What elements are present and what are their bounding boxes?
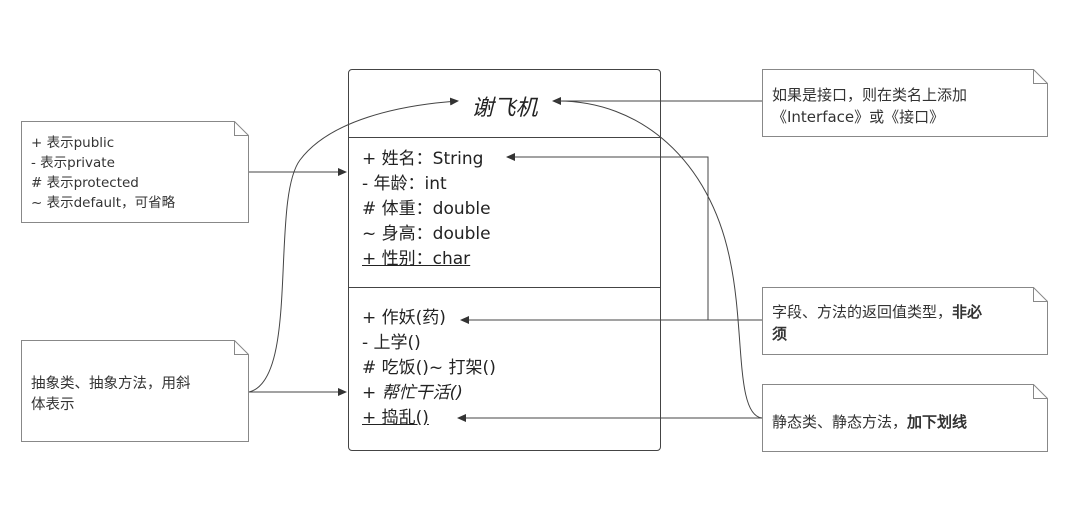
field: - 年龄：int — [362, 174, 447, 194]
return-type-bold-2: 须 — [772, 325, 788, 343]
static-bold: 加下划线 — [907, 413, 968, 431]
interface-line-1: 如果是接口，则在类名上添加 — [772, 86, 968, 104]
field: + 姓名：String — [362, 149, 484, 169]
abstract-method: + 帮忙干活() — [362, 383, 463, 403]
method-list: + 作妖(药) - 上学() # 吃饭()~ 打架() + 帮忙干活() + 捣… — [362, 306, 496, 431]
note-frame — [762, 287, 1048, 355]
note-frame — [21, 121, 249, 223]
static-method: + 捣乱() — [362, 408, 429, 428]
divider — [349, 287, 660, 288]
method: # 吃饭()~ 打架() — [362, 358, 496, 378]
uml-class: 谢飞机 + 姓名：String - 年龄：int # 体重：double ~ 身… — [348, 69, 661, 451]
static-text: 静态类、静态方法， — [772, 413, 908, 431]
method: + 作妖(药) — [362, 308, 446, 328]
field: ~ 身高：double — [362, 224, 491, 244]
visibility-public: + 表示public — [31, 135, 115, 151]
note-frame — [762, 384, 1048, 452]
visibility-note: + 表示public - 表示private # 表示protected ~ 表… — [21, 121, 249, 223]
method: - 上学() — [362, 333, 421, 353]
static-note: 静态类、静态方法，加下划线 — [762, 384, 1048, 452]
abstract-line-1: 抽象类、抽象方法，用斜 — [31, 376, 191, 392]
interface-line-2: 《Interface》或《接口》 — [772, 108, 945, 126]
abstract-note: 抽象类、抽象方法，用斜 体表示 — [21, 340, 249, 442]
field: # 体重：double — [362, 199, 491, 219]
visibility-private: - 表示private — [31, 155, 115, 171]
interface-note: 如果是接口，则在类名上添加 《Interface》或《接口》 — [762, 69, 1048, 137]
abstract-line-2: 体表示 — [31, 397, 75, 413]
return-type-text: 字段、方法的返回值类型， — [772, 303, 953, 321]
class-name: 谢飞机 — [471, 96, 538, 121]
visibility-default: ~ 表示default，可省略 — [31, 195, 176, 211]
field-list: + 姓名：String - 年龄：int # 体重：double ~ 身高：do… — [362, 147, 491, 272]
divider — [349, 137, 660, 138]
return-type-bold: 非必 — [952, 303, 983, 321]
static-field: + 性别：char — [362, 249, 471, 269]
return-type-note: 字段、方法的返回值类型，非必 须 — [762, 287, 1048, 355]
note-frame — [21, 340, 249, 442]
visibility-protected: # 表示protected — [31, 175, 139, 191]
note-frame — [762, 69, 1048, 137]
